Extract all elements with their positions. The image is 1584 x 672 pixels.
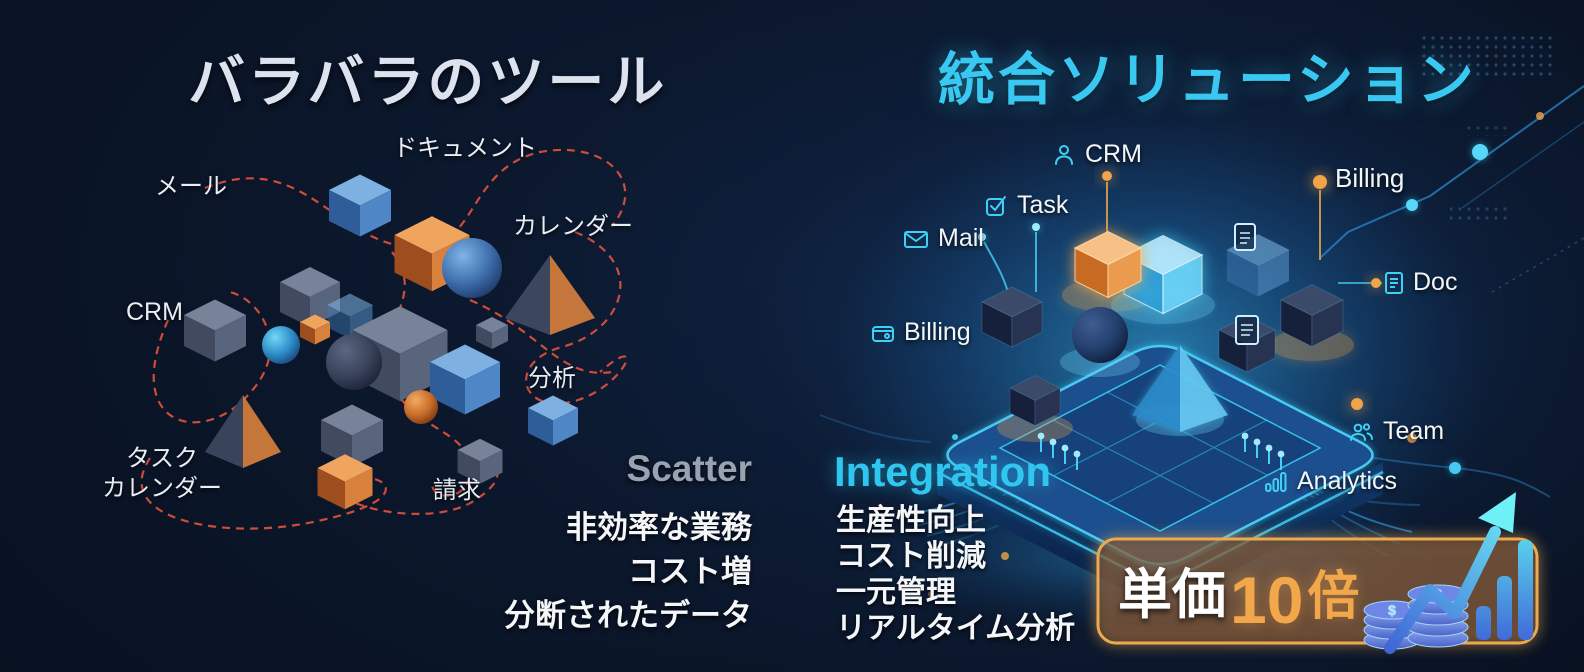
label-document: ドキュメント [393, 135, 537, 162]
label-analytics-integrated: Analytics [1264, 467, 1397, 496]
person-icon [1055, 144, 1073, 165]
label-mail-integrated: Mail [903, 224, 984, 253]
price-multiplier-badge: 単価 10 倍 [1118, 550, 1360, 637]
badge-number: 10 [1230, 563, 1304, 637]
integration-point: コスト削減 [836, 540, 986, 573]
label-text: Billing [904, 318, 971, 346]
doc-glyph [1235, 315, 1259, 345]
scatter-point: 非効率な業務 [566, 510, 752, 545]
doc-glyph [1234, 223, 1256, 251]
wallet-icon [872, 325, 894, 342]
platform-pyramid [1132, 345, 1228, 432]
left-title: バラバラのツール [188, 50, 668, 114]
team-icon [1350, 422, 1373, 441]
scatter-points: 非効率な業務 コスト増 分断されたデータ [504, 506, 752, 638]
label-mail: メール [155, 173, 227, 200]
label-task-integrated: Task [984, 191, 1068, 220]
label-billing: 請求 [433, 477, 481, 504]
growth-bar-chart [1476, 540, 1533, 640]
scatter-keyword: Scatter [626, 448, 752, 489]
label-billing-integrated-right: Billing [1335, 163, 1404, 194]
label-crm-integrated: CRM [1052, 140, 1142, 169]
integration-keyword: Integration [834, 448, 1051, 495]
label-text: Team [1383, 417, 1445, 445]
badge-suffix: 倍 [1307, 568, 1360, 626]
pyramid-right [505, 255, 595, 335]
bar-chart-icon [1265, 471, 1287, 492]
pyramid-left [205, 395, 281, 468]
integration-points: 生産性向上 コスト削減 一元管理 リアルタイム分析 [836, 503, 1075, 647]
badge-prefix: 単価 [1118, 565, 1226, 625]
label-calendar: カレンダー [513, 213, 633, 240]
coin-dollar-symbol: $ [1388, 602, 1396, 618]
label-task-calendar: タスク カレンダー [102, 445, 222, 502]
envelope-icon [904, 230, 928, 248]
label-doc-integrated: Doc [1384, 268, 1457, 297]
checkbox-icon [986, 195, 1006, 216]
scatter-point: 分断されたデータ [504, 598, 752, 633]
right-title: 統合ソリューション [938, 48, 1477, 112]
label-text: Analytics [1297, 467, 1398, 495]
growth-arrow [1384, 492, 1516, 654]
dot-matrix [1422, 34, 1554, 222]
scattered-shapes [184, 174, 595, 510]
label-analysis: 分析 [528, 365, 576, 392]
integration-point: 一元管理 [836, 576, 956, 609]
integration-point: 生産性向上 [836, 504, 986, 537]
label-crm: CRM [126, 298, 183, 326]
scatter-point: コスト増 [628, 554, 752, 589]
integration-point: リアルタイム分析 [836, 612, 1076, 645]
document-icon [1385, 271, 1403, 294]
label-text: Mail [938, 224, 984, 252]
label-billing-integrated-left: Billing [871, 318, 971, 347]
label-text: Doc [1413, 268, 1458, 296]
label-text: Task [1017, 191, 1069, 219]
integration-platform [936, 223, 1384, 608]
label-team-integrated: Team [1348, 417, 1444, 446]
label-text: Billing [1335, 163, 1405, 193]
label-text: CRM [1085, 140, 1142, 168]
